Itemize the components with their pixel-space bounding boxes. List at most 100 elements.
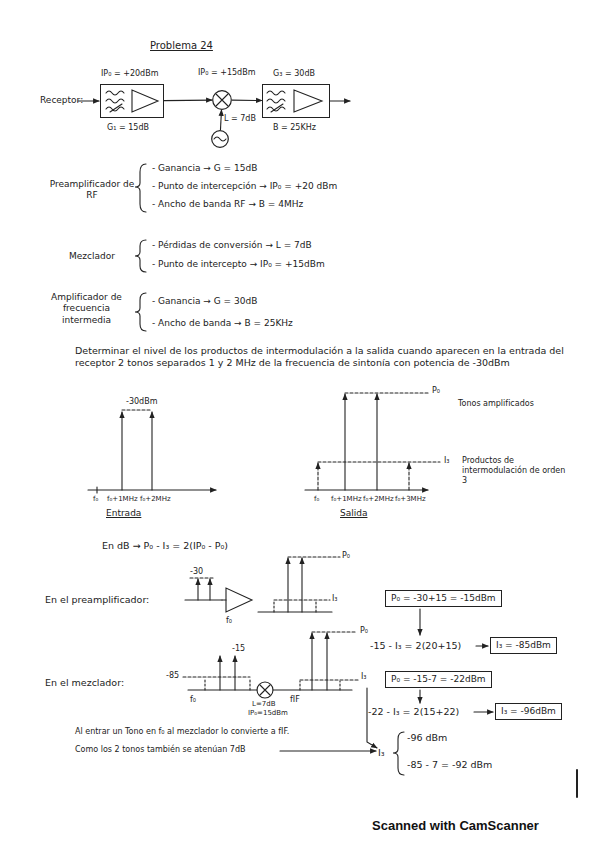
level-line bbox=[190, 577, 215, 578]
tone-arrow bbox=[209, 579, 210, 600]
annotation: Tonos amplificados bbox=[458, 399, 534, 409]
block-label: Receptor: bbox=[40, 95, 83, 106]
frequency-label: f₀ bbox=[226, 616, 232, 626]
section-name: Preamplificador de RF bbox=[48, 179, 136, 202]
parameter-line: - Pérdidas de conversión → L = 7dB bbox=[152, 240, 312, 251]
power-level: -15 bbox=[232, 644, 245, 654]
tone-arrow bbox=[287, 558, 288, 612]
power-symbol: I₃ bbox=[332, 594, 338, 604]
power-symbol: I₃ bbox=[378, 747, 385, 759]
level-line bbox=[300, 679, 360, 680]
tone-arrow bbox=[121, 412, 122, 490]
explanation: Al entrar un Tono en f₀ al mezclador lo … bbox=[75, 727, 289, 737]
parameter-line: - Ganancia → G = 30dB bbox=[152, 296, 257, 307]
equation: -15 - I₃ = 2(20+15) bbox=[370, 640, 461, 652]
power-level: -85 bbox=[166, 671, 179, 681]
parameter-line: - Punto de intercepto → IP₀ = +15dBm bbox=[152, 259, 325, 270]
frequency-label: f₀ bbox=[190, 695, 196, 705]
frequency-axis bbox=[188, 689, 257, 690]
section-name: Mezclador bbox=[48, 251, 136, 262]
frequency-label: f₀ bbox=[93, 495, 98, 504]
block-parameter: G₁ = 15dB bbox=[107, 123, 149, 133]
im-arrow bbox=[315, 601, 316, 612]
result-value: -96 dBm bbox=[407, 732, 447, 744]
watermark: Scanned with CamScanner bbox=[372, 818, 539, 834]
im-arrow bbox=[339, 681, 340, 690]
level-line bbox=[318, 461, 440, 462]
parameter-line: - Punto de intercepción → IP₀ = +20 dBm bbox=[152, 181, 337, 192]
level-line bbox=[312, 631, 356, 632]
parameter-line: - Ancho de banda RF → B = 4MHz bbox=[152, 199, 303, 210]
filter-symbol bbox=[106, 91, 124, 112]
step-arrow bbox=[474, 711, 493, 712]
mixer-cross bbox=[260, 685, 270, 695]
frequency-label: f₀+3MHz bbox=[395, 495, 426, 504]
result-box: I₃ = -96dBm bbox=[495, 703, 562, 720]
spectrum-title: Entrada bbox=[106, 508, 141, 519]
mixer-symbol: IP₀ = +15dBm bbox=[212, 90, 232, 110]
frequency-label: fIF bbox=[290, 695, 300, 705]
if-amplifier-block: G₃ = 30dBB = 25KHz bbox=[262, 84, 330, 118]
wire bbox=[222, 599, 226, 600]
im-arrow bbox=[317, 463, 318, 490]
tone-arrow bbox=[376, 394, 377, 490]
parameter-line: - Ancho de banda → B = 25KHz bbox=[152, 318, 293, 329]
mixer-symbol bbox=[257, 682, 273, 698]
im-arrow bbox=[249, 678, 250, 690]
preamplifier-block: IP₀ = +20dBmG₁ = 15dB bbox=[100, 84, 164, 118]
block-parameter: IP₀ = +20dBm bbox=[101, 69, 158, 79]
brace bbox=[393, 732, 404, 775]
power-symbol: I₃ bbox=[361, 672, 367, 682]
frequency-label: f₀ bbox=[314, 495, 319, 504]
tone-arrow bbox=[301, 558, 302, 612]
circle-outline bbox=[213, 91, 232, 110]
signal-connector bbox=[164, 100, 212, 102]
drawing bbox=[78, 90, 577, 797]
output-arrow bbox=[330, 100, 350, 101]
result-box: I₃ = -85dBm bbox=[490, 637, 557, 654]
block-parameter: B = 25KHz bbox=[273, 123, 316, 133]
power-symbol: P₀ bbox=[342, 551, 350, 561]
step-heading: En el mezclador: bbox=[45, 677, 124, 689]
power-symbol: P₀ bbox=[432, 386, 440, 396]
filter-symbol bbox=[267, 91, 285, 112]
result-value: -85 - 7 = -92 dBm bbox=[407, 759, 492, 771]
brace bbox=[135, 164, 146, 212]
result-text: P₀ = -15-7 = -22dBm bbox=[391, 674, 486, 685]
amplifier-symbol bbox=[132, 90, 158, 112]
tone-arrow bbox=[344, 394, 345, 490]
leader-arrow bbox=[367, 688, 377, 748]
signal-connector bbox=[232, 100, 262, 102]
step-arrow bbox=[476, 645, 488, 646]
im-arrow bbox=[273, 601, 274, 612]
block-parameter: IP₀ = +15dBm bbox=[198, 68, 255, 78]
result-text: I₃ = -96dBm bbox=[501, 706, 556, 717]
step-arrow bbox=[419, 609, 420, 635]
mixer-parameter: L=7dB bbox=[252, 700, 275, 709]
frequency-axis bbox=[258, 611, 332, 612]
section-name: Amplificador de frecuencia intermedia bbox=[38, 292, 135, 326]
im-arrow bbox=[299, 681, 300, 690]
signal-connector bbox=[220, 110, 221, 130]
circle-outline bbox=[212, 131, 229, 148]
mixer-cross bbox=[216, 94, 228, 106]
equation: En dB → P₀ - I₃ = 2(IP₀ - P₀) bbox=[102, 540, 228, 552]
frequency-axis bbox=[185, 599, 222, 600]
tone-arrow bbox=[234, 656, 235, 690]
level-line bbox=[122, 409, 152, 410]
tick bbox=[96, 487, 97, 493]
result-box: P₀ = -15-7 = -22dBm bbox=[385, 671, 492, 688]
frequency-label: f₀+1MHz bbox=[107, 495, 138, 504]
tone-arrow bbox=[326, 633, 327, 690]
im-arrow bbox=[408, 463, 409, 490]
tone-arrow bbox=[151, 412, 152, 490]
amplifier-symbol bbox=[226, 588, 252, 612]
level-line bbox=[288, 556, 340, 557]
result-text: P₀ = -30+15 = -15dBm bbox=[391, 593, 496, 604]
spectrum-title: Salida bbox=[340, 508, 367, 519]
step-heading: En el preamplificador: bbox=[45, 594, 149, 606]
parameter-line: - Ganancia → G = 15dB bbox=[152, 163, 257, 174]
local-oscillator: L = 7dB bbox=[211, 130, 229, 148]
tone-arrow bbox=[311, 633, 312, 690]
